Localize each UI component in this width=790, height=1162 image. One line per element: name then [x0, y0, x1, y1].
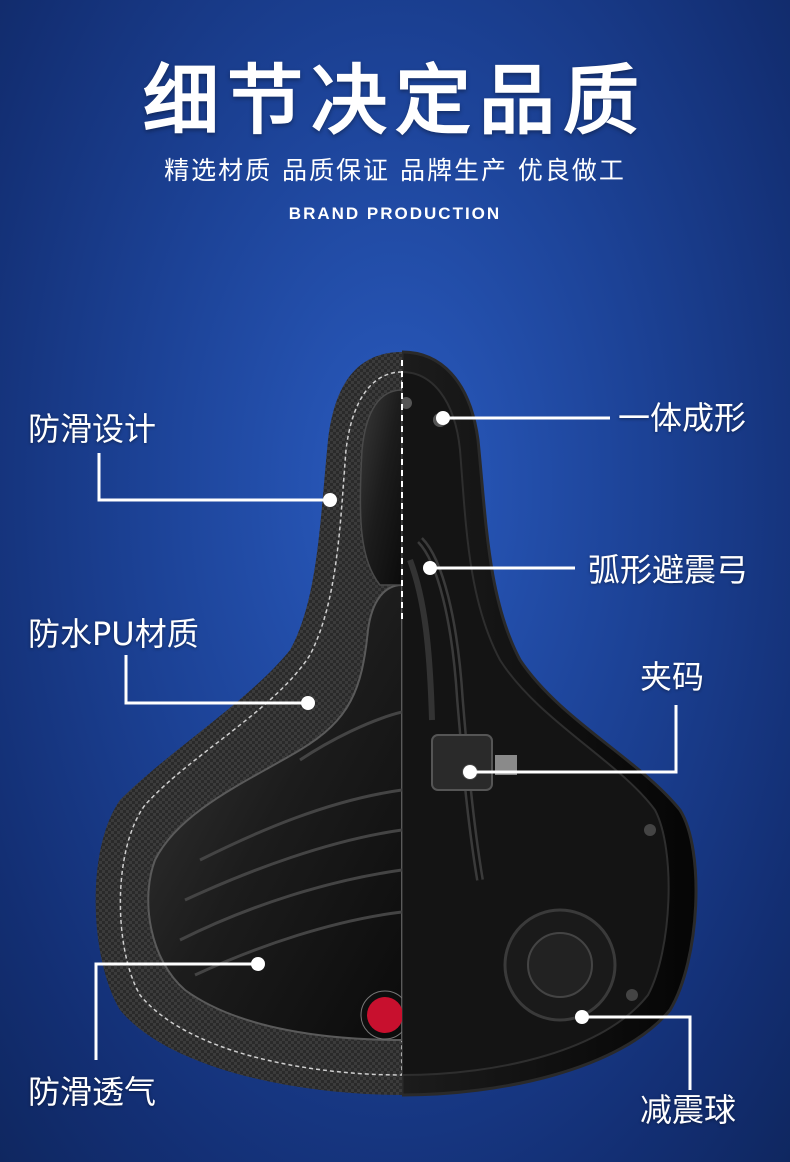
saddle-logo-badge — [367, 997, 402, 1033]
callout-integrated-molding: 一体成形 — [618, 399, 747, 437]
callout-arc-shock-spring: 弧形避震弓 — [588, 551, 749, 589]
callout-anti-slip-design: 防滑设计 — [28, 410, 157, 448]
callout-breathable-anti-slip: 防滑透气 — [28, 1073, 157, 1111]
brand-production-tagline: BRAND PRODUCTION — [288, 204, 502, 223]
callout-waterproof-pu: 防水PU材质 — [28, 615, 199, 653]
page-title: 细节决定品质 — [143, 56, 647, 145]
saddle-shell — [95, 350, 698, 1097]
callout-clamp: 夹码 — [640, 658, 705, 696]
page-subtitle: 精选材质 品质保证 品牌生产 优良做工 — [164, 156, 626, 185]
callout-shock-ball: 减震球 — [640, 1091, 737, 1129]
